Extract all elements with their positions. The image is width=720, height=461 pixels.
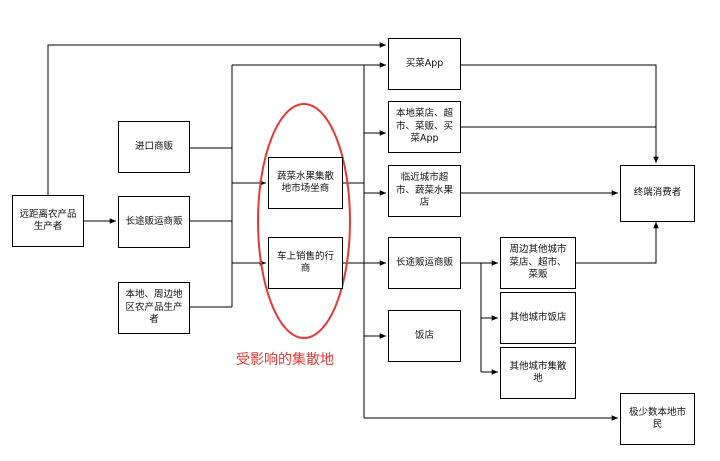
node-few-locals: 极少数本地市民 (620, 393, 695, 445)
node-restaurant: 饭店 (388, 310, 461, 362)
node-surrounding-city: 周边其他城市菜店、超市、菜贩 (500, 237, 576, 289)
node-local-markets: 本地菜店、超市、菜贩、买菜App (388, 101, 461, 153)
node-long-distance-dealer-right: 长途贩运商贩 (388, 237, 461, 289)
node-wholesale-market: 蔬菜水果集散地市场坐商 (268, 157, 343, 209)
node-other-city-market: 其他城市集散地 (500, 347, 576, 399)
node-far-producer: 远距离农产品生产者 (12, 195, 84, 247)
node-consumer: 终端消费者 (620, 165, 695, 222)
node-truck-seller: 车上销售的行商 (268, 237, 343, 289)
edge-surrounding-to-consumer (576, 222, 659, 264)
node-local-producer: 本地、周边地区农产品生产者 (118, 282, 190, 334)
edge-producer-to-app (47, 42, 386, 195)
node-import-dealer: 进口商贩 (118, 121, 190, 173)
node-app: 买菜App (388, 38, 461, 90)
node-long-distance-dealer-left: 长途贩运商贩 (118, 196, 190, 248)
node-nearby-city: 临近城市超市、蔬菜水果店 (388, 165, 461, 217)
affected-hubs-annotation: 受影响的集散地 (236, 352, 334, 368)
highlight-ellipse (257, 103, 351, 339)
node-other-city-restaurant: 其他城市饭店 (500, 292, 576, 344)
edge-app-to-consumer (461, 64, 659, 163)
